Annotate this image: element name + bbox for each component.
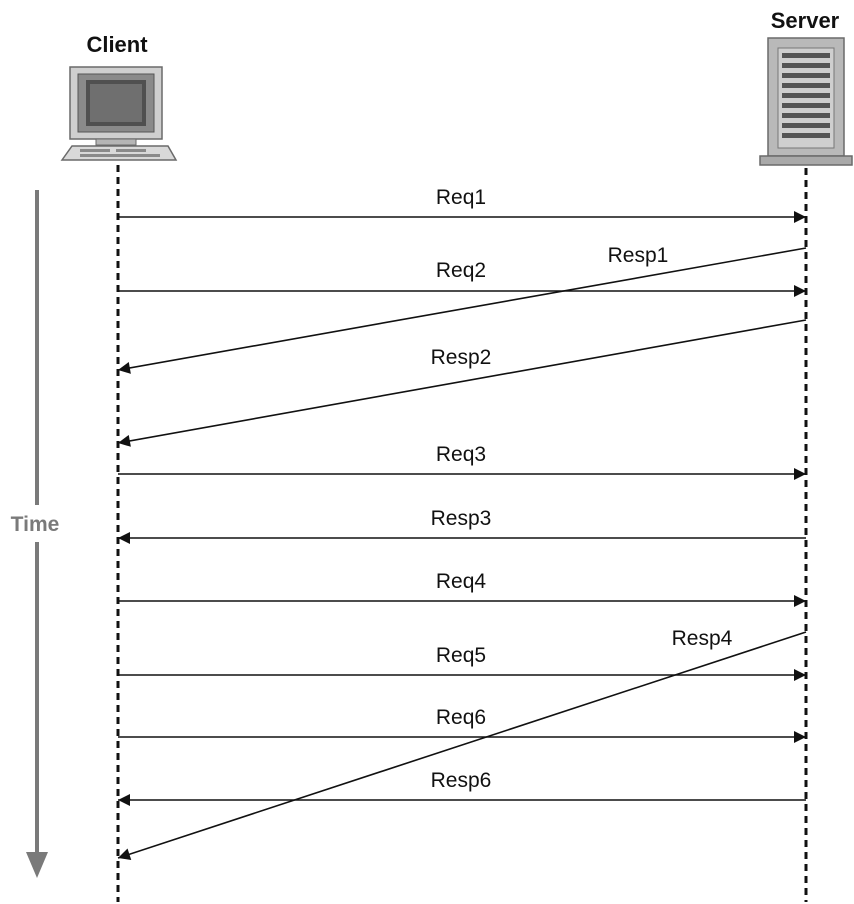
- message-label-req6: Req6: [436, 706, 486, 729]
- message-req2: Req2: [118, 259, 806, 297]
- message-label-req3: Req3: [436, 443, 486, 466]
- message-req3: Req3: [118, 443, 806, 480]
- time-label: Time: [11, 513, 60, 536]
- client-label: Client: [86, 32, 148, 57]
- message-resp6: Resp6: [118, 769, 806, 806]
- message-label-resp4: Resp4: [672, 627, 733, 650]
- message-req1: Req1: [118, 186, 806, 223]
- message-label-resp2: Resp2: [431, 346, 492, 369]
- message-resp4: Resp4: [117, 627, 807, 860]
- message-label-resp3: Resp3: [431, 507, 492, 530]
- desktop-computer-icon: [60, 66, 178, 161]
- message-label-resp1: Resp1: [608, 244, 669, 267]
- message-req5: Req5: [118, 644, 806, 681]
- server-tower-icon: [759, 37, 853, 166]
- message-label-req4: Req4: [436, 570, 487, 593]
- message-label-req1: Req1: [436, 186, 486, 209]
- time-axis: Time: [11, 190, 60, 878]
- message-req4: Req4: [118, 570, 806, 607]
- message-label-req5: Req5: [436, 644, 486, 667]
- message-resp2: Resp2: [117, 319, 807, 447]
- message-label-resp6: Resp6: [431, 769, 492, 792]
- message-label-req2: Req2: [436, 259, 486, 282]
- message-req6: Req6: [118, 706, 806, 743]
- message-resp3: Resp3: [118, 507, 806, 544]
- message-resp1: Resp1: [117, 244, 807, 374]
- server-label: Server: [771, 8, 840, 33]
